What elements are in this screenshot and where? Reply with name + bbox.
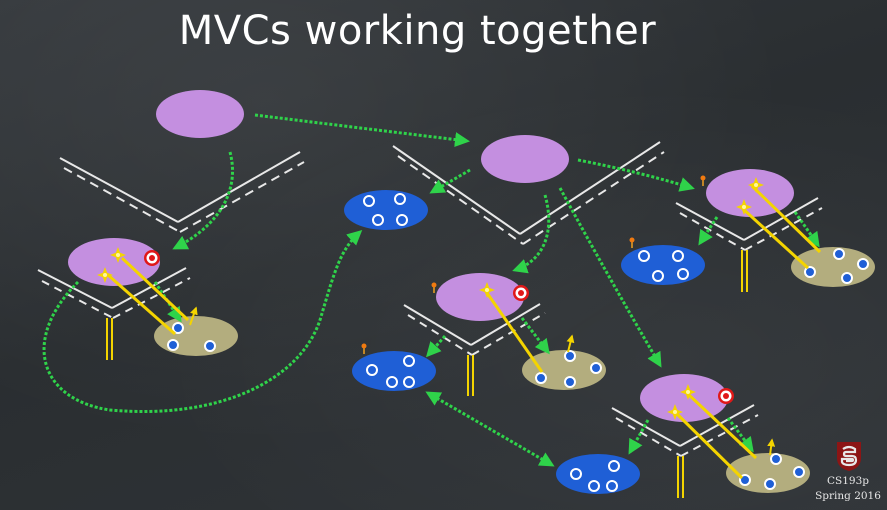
center-split-lines xyxy=(392,141,665,245)
center-top-view xyxy=(344,190,428,230)
root-split-view-lines xyxy=(59,151,305,233)
right-top-mvc-view-lines xyxy=(675,197,823,251)
right-bottom-controller xyxy=(640,374,728,422)
center-top-view-items xyxy=(363,193,408,226)
right-top-controller xyxy=(706,169,794,217)
footer: CS193p Spring 2016 xyxy=(808,474,887,504)
footer-course: CS193p xyxy=(827,475,869,487)
stanford-logo-icon xyxy=(837,442,861,471)
left-model-items xyxy=(167,322,216,352)
left-mvc-view-lines xyxy=(37,267,191,319)
footer-term: Spring 2016 xyxy=(815,490,881,502)
left-model xyxy=(154,316,238,356)
root-controller xyxy=(156,90,244,138)
slide-title: MVCs working together xyxy=(178,8,657,54)
middle-model-items xyxy=(535,350,602,388)
right-top-view-items xyxy=(638,250,689,282)
middle-mvc-stand xyxy=(467,355,474,396)
right-top-mvc-stand xyxy=(741,250,748,292)
middle-mvc-view-lines xyxy=(403,303,546,356)
bottom-view-items xyxy=(570,460,620,492)
right-bottom-mvc-view-lines xyxy=(611,404,759,457)
right-bottom-mvc-stand xyxy=(677,456,684,498)
middle-view-items xyxy=(366,355,415,388)
yellow-target-action-lines xyxy=(107,184,822,480)
left-mvc-stand xyxy=(106,318,113,360)
middle-controller xyxy=(436,273,524,321)
right-top-model-items xyxy=(804,248,869,284)
right-bottom-model-items xyxy=(739,453,805,490)
center-controller xyxy=(481,135,569,183)
